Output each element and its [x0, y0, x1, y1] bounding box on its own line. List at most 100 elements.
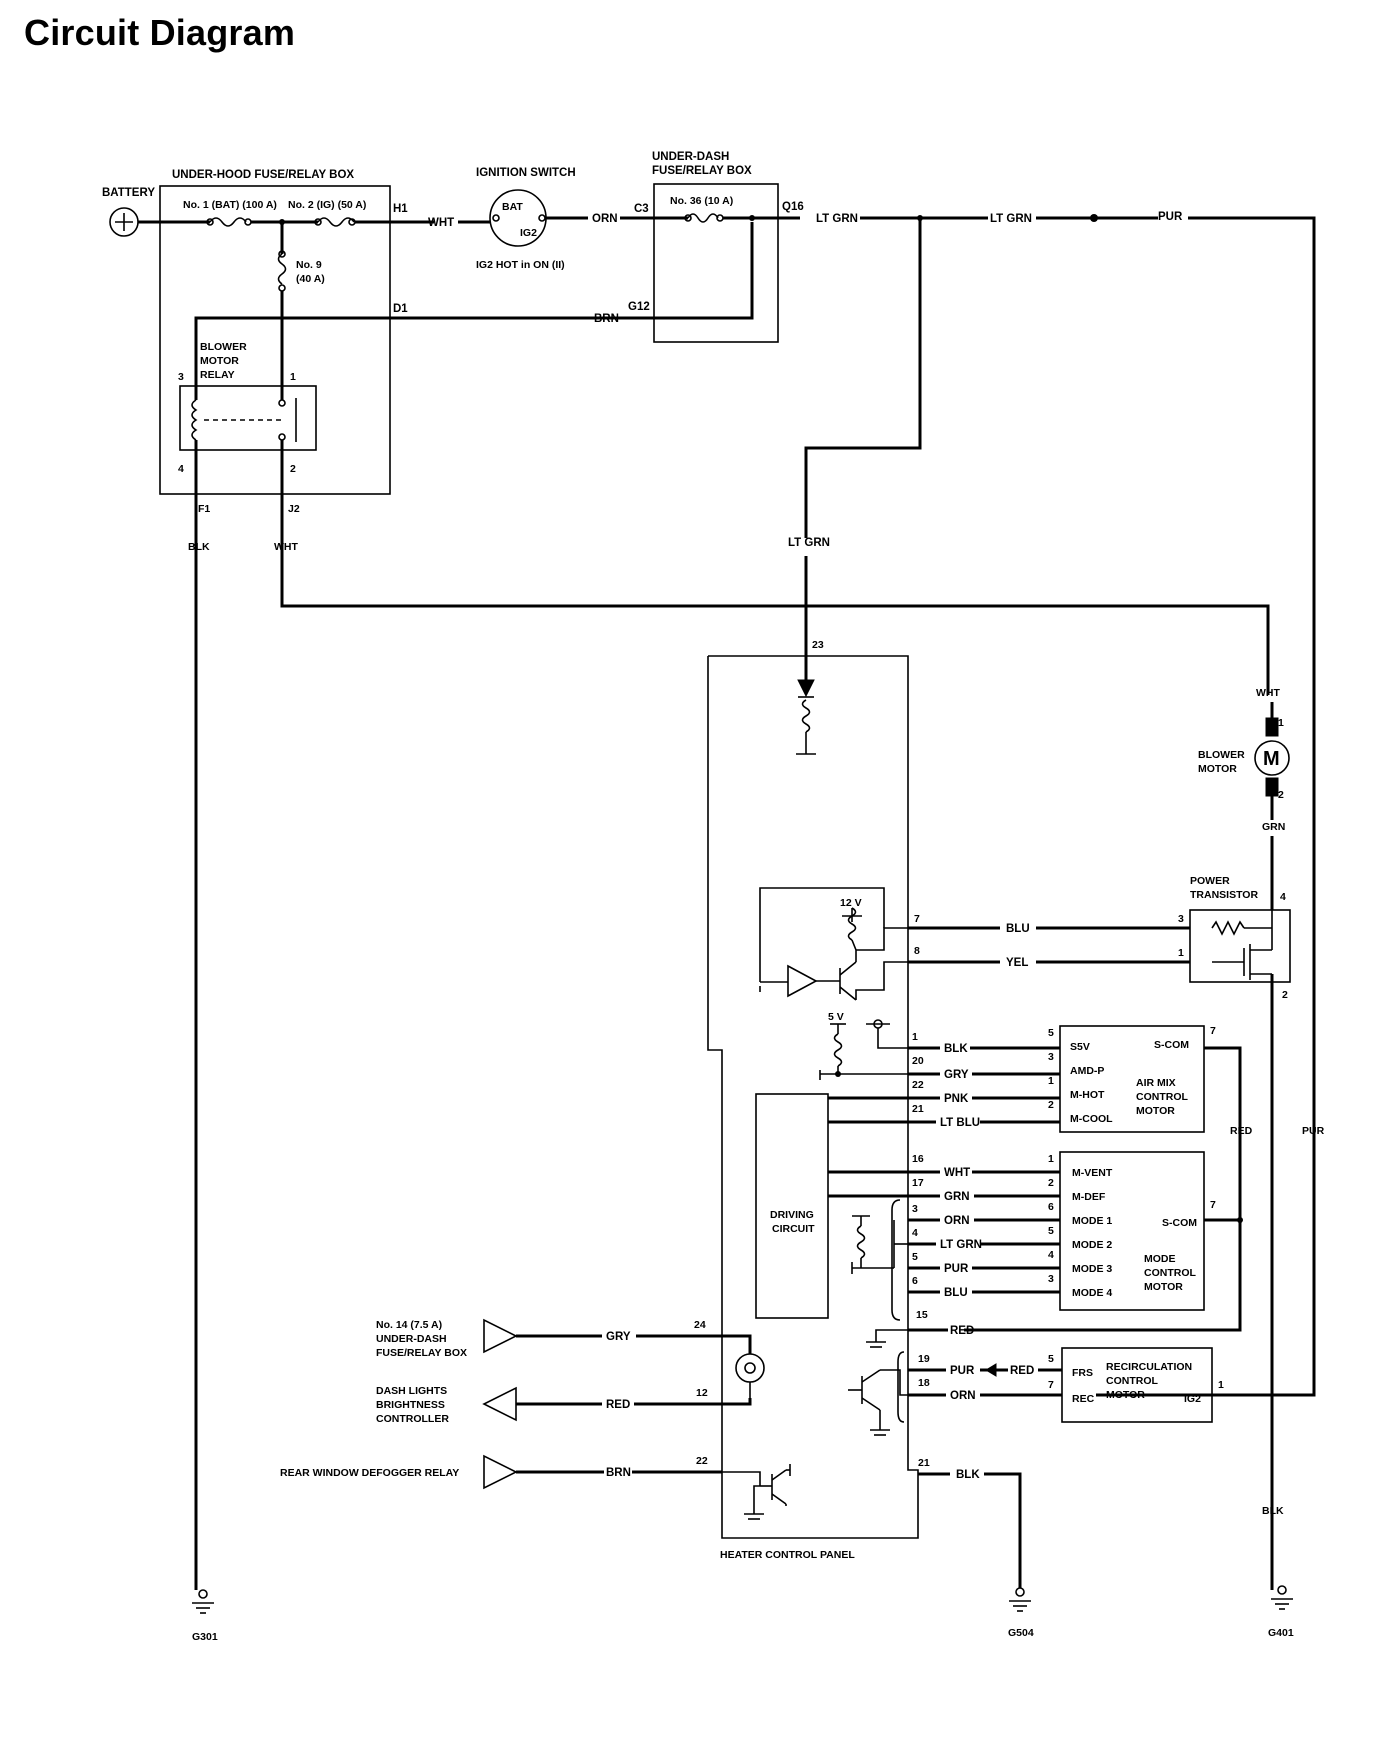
wire-ltblu: LT BLU: [940, 1117, 980, 1129]
wire-ltgrn-1: LT GRN: [816, 213, 858, 225]
svg-text:CONTROL: CONTROL: [1136, 1091, 1188, 1103]
svg-text:4: 4: [1280, 891, 1286, 903]
svg-text:FRS: FRS: [1072, 1367, 1093, 1379]
svg-text:1: 1: [1048, 1075, 1054, 1087]
svg-text:6: 6: [912, 1275, 918, 1287]
wire-gry-24: GRY: [606, 1331, 631, 1343]
svg-text:TRANSISTOR: TRANSISTOR: [1190, 889, 1258, 901]
svg-text:M-HOT: M-HOT: [1070, 1089, 1105, 1101]
defogger-relay: REAR WINDOW DEFOGGER RELAY: [280, 1454, 518, 1490]
wire-pur-mode: PUR: [944, 1263, 969, 1275]
svg-text:G401: G401: [1268, 1627, 1294, 1639]
svg-text:4: 4: [1048, 1249, 1054, 1261]
svg-text:AMD-P: AMD-P: [1070, 1065, 1104, 1077]
wire-pur-top: PUR: [1158, 211, 1183, 223]
fuse1-label: No. 1 (BAT) (100 A): [183, 199, 277, 211]
svg-text:5: 5: [912, 1251, 918, 1263]
panel-illumination-bulb: [735, 1353, 765, 1398]
svg-text:MOTOR: MOTOR: [1106, 1389, 1145, 1401]
page-title: Circuit Diagram: [24, 12, 296, 53]
wire-red-13: RED: [950, 1325, 974, 1337]
wire-wht-3: WHT: [1256, 687, 1280, 699]
ground-g504: G504: [1008, 1587, 1034, 1639]
svg-text:17: 17: [912, 1177, 924, 1189]
svg-text:2: 2: [1282, 989, 1288, 1001]
svg-text:MOTOR: MOTOR: [1198, 763, 1237, 775]
fuse9-label: No. 9: [296, 259, 322, 271]
wire-blu-1: BLU: [1006, 923, 1030, 935]
svg-text:5: 5: [1048, 1353, 1054, 1365]
svg-text:CONTROL: CONTROL: [1106, 1375, 1158, 1387]
svg-text:1: 1: [1218, 1379, 1224, 1391]
svg-text:REAR WINDOW DEFOGGER RELAY: REAR WINDOW DEFOGGER RELAY: [280, 1467, 459, 1479]
svg-text:12 V: 12 V: [840, 897, 862, 909]
wire-blk-am: BLK: [944, 1043, 968, 1055]
wire-red-12: RED: [606, 1399, 630, 1411]
bmr-label-c: RELAY: [200, 369, 235, 381]
svg-text:MODE: MODE: [1144, 1253, 1176, 1265]
wire-red-recirc: RED: [1010, 1365, 1034, 1377]
svg-text:2: 2: [1278, 789, 1284, 801]
svg-text:MOTOR: MOTOR: [1136, 1105, 1175, 1117]
blower-motor-relay: BLOWER MOTOR RELAY 3 1 4 2: [178, 341, 317, 475]
blower-motor: WHT 1 M BLOWER MOTOR 2 GRN: [1198, 687, 1290, 833]
wire-wht-1: WHT: [428, 217, 454, 229]
svg-text:M-COOL: M-COOL: [1070, 1113, 1113, 1125]
underhood-fuse-relay-box: UNDER-HOOD FUSE/RELAY BOX No. 1 (BAT) (1…: [159, 169, 408, 515]
svg-text:2: 2: [1048, 1177, 1054, 1189]
svg-text:22: 22: [912, 1079, 924, 1091]
connector-j2: J2: [288, 503, 300, 515]
driving-circuit: DRIVING CIRCUIT: [755, 1093, 829, 1319]
fuse-36: [687, 213, 719, 223]
svg-text:G301: G301: [192, 1631, 218, 1643]
fuse9-rating: (40 A): [296, 273, 325, 285]
hcp-label: HEATER CONTROL PANEL: [720, 1549, 855, 1561]
svg-text:21: 21: [918, 1457, 930, 1469]
svg-text:22: 22: [696, 1455, 708, 1467]
svg-text:S5V: S5V: [1070, 1041, 1090, 1053]
svg-text:S-COM: S-COM: [1154, 1039, 1189, 1051]
wire-yel: YEL: [1006, 957, 1028, 969]
svg-text:RECIRCULATION: RECIRCULATION: [1106, 1361, 1192, 1373]
svg-text:AIR MIX: AIR MIX: [1136, 1077, 1176, 1089]
wire-wht-mode: WHT: [944, 1167, 970, 1179]
fuse-9: [277, 253, 287, 285]
svg-text:UNDER-DASH: UNDER-DASH: [376, 1333, 447, 1345]
wire-pur-right: PUR: [1302, 1125, 1325, 1137]
svg-text:20: 20: [912, 1055, 924, 1067]
wire-ltgrn-mode: LT GRN: [940, 1239, 982, 1251]
underhood-box-label: UNDER-HOOD FUSE/RELAY BOX: [172, 169, 354, 181]
mode-control-motor: M-VENT M-DEF MODE 1 MODE 2 MODE 3 MODE 4…: [1048, 1151, 1216, 1311]
svg-text:DRIVING: DRIVING: [770, 1209, 814, 1221]
svg-text:12: 12: [696, 1387, 708, 1399]
svg-text:8: 8: [914, 945, 920, 957]
connector-c3: C3: [634, 203, 649, 215]
wire-orn-1: ORN: [592, 213, 618, 225]
svg-text:IG2: IG2: [520, 227, 537, 239]
blower-drive-circuit: 12 V: [759, 887, 908, 1001]
svg-text:3: 3: [1048, 1051, 1054, 1063]
ground-g401: G401: [1268, 1585, 1294, 1639]
connector-g12: G12: [628, 301, 650, 313]
svg-text:3: 3: [1048, 1273, 1054, 1285]
fuse14-source: No. 14 (7.5 A) UNDER-DASH FUSE/RELAY BOX: [376, 1318, 518, 1359]
defog-indicator-transistor: [722, 1464, 791, 1520]
svg-text:FUSE/RELAY BOX: FUSE/RELAY BOX: [652, 165, 752, 177]
ground-g301: G301: [192, 1589, 218, 1643]
battery: BATTERY: [102, 187, 155, 237]
svg-text:BAT: BAT: [502, 201, 523, 213]
svg-text:1: 1: [290, 371, 296, 383]
svg-text:7: 7: [1210, 1199, 1216, 1211]
wire-brn-22: BRN: [606, 1467, 631, 1479]
connector-q16: Q16: [782, 201, 804, 213]
svg-text:POWER: POWER: [1190, 875, 1230, 887]
wire-pur-recirc: PUR: [950, 1365, 975, 1377]
svg-text:M-VENT: M-VENT: [1072, 1167, 1113, 1179]
svg-text:18: 18: [918, 1377, 930, 1389]
wire-grn-mode: GRN: [944, 1191, 970, 1203]
svg-text:IG2: IG2: [1184, 1393, 1201, 1405]
ignition-switch: IGNITION SWITCH BAT IG2 IG2 HOT in ON (I…: [476, 167, 576, 271]
wire-blk-21: BLK: [956, 1469, 980, 1481]
wire-blu-mode: BLU: [944, 1287, 968, 1299]
